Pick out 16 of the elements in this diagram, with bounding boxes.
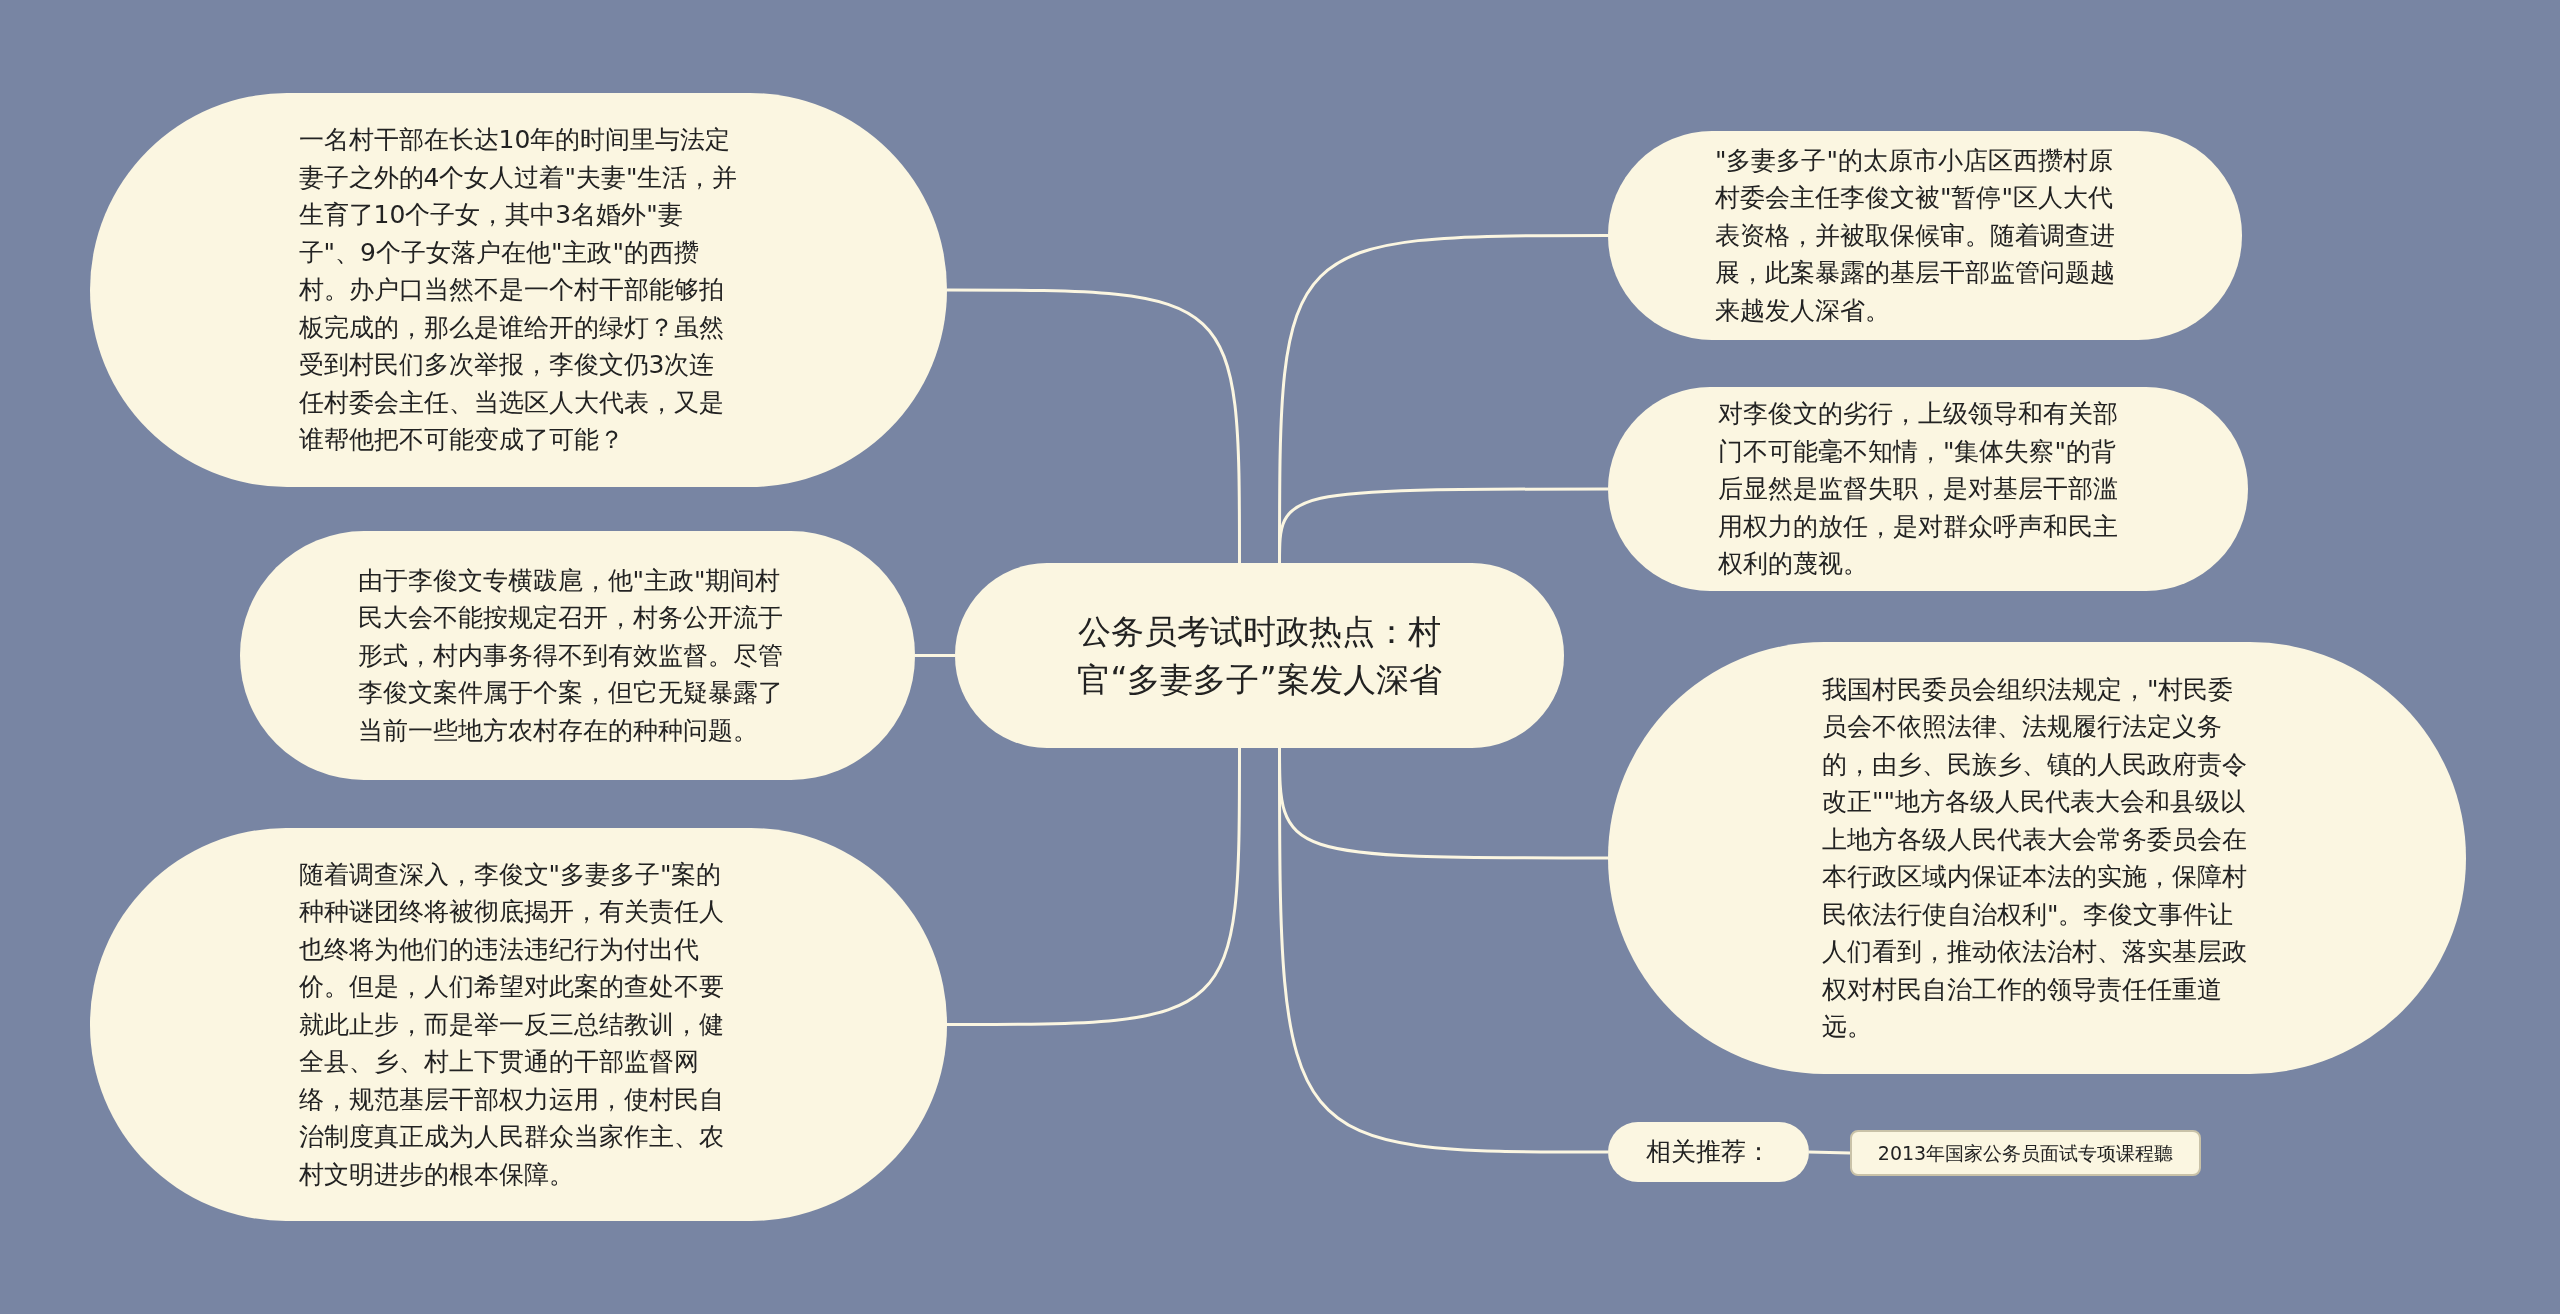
- link-box: [1850, 1130, 2201, 1176]
- connector-line: [947, 748, 1241, 1026]
- paragraph: "多妻多子"的太原市小店区西攒村原村委会主任李俊文被"暂停"区人大代表资格，并被取保候审。随着调查进展，此案暴露的基层干部监管问题越来越发人深省。: [1715, 144, 2116, 327]
- tag-label: 相关推荐：: [1645, 1136, 1772, 1168]
- paragraph: 我国村民委员会组织法规定，"村民委员会不依照法律、法规履行法定义务的，由乡、民族乡、镇的人民政府责令改正""地方各级人民代表大会和县级以上地方各级人民代表大会常务委员会在本行政区域内保证本法的实施，保障村民依法行使自治权利"。李俊文事件让人们看到，推动依法治村、落实基层政权对村民自治工作的领导责任任重道远。: [1822, 673, 2248, 1043]
- tag-pill: [1608, 1122, 1809, 1182]
- paragraph: 一名村干部在长达10年的时间里与法定妻子之外的4个女人过着"夫妻"生活，并生育了10个子女，其中3名婚外"妻子"、9个子女落户在他"主政"的西攒村。办户口当然不是一个村干部能够拍板完成的，那么是谁给开的绿灯？虽然受到村民们多次举报，李俊文仍3次连任村委会主任、当选区人大代表，又是谁帮他把不可能变成了可能？: [298, 124, 739, 457]
- connector-line: [947, 288, 1241, 563]
- link-text: 2013年国家公务员面试专项课程聽: [1876, 1141, 2175, 1165]
- paragraph: 对李俊文的劣行，上级领导和有关部门不可能毫不知情，"集体失察"的背后显然是监督失职，是对基层干部滥用权力的放任，是对群众呼声和民主权利的蔑视。: [1718, 398, 2119, 581]
- paragraph: 由于李俊文专横跋扈，他"主政"期间村民大会不能按规定召开，村务公开流于形式，村内事务得不到有效监督。尽管李俊文案件属于个案，但它无疑暴露了当前一些地方农村存在的种种问题。: [357, 564, 784, 747]
- paragraph: 随着调查深入，李俊文"多妻多子"案的种种谜团终将被彻底揭开，有关责任人也终将为他们的违法违纪行为付出代价。但是，人们希望对此案的查处不要就此止步，而是举一反三总结教训，健全县、乡、村上下贯通的干部监督网络，规范基层干部权力运用，使村民自治制度真正成为人民群众当家作主、农村文明进步的根本保障。: [298, 858, 725, 1191]
- connector-line: [1278, 487, 1608, 563]
- connector-line: [915, 654, 955, 657]
- connector-line: [1808, 1150, 1851, 1155]
- topic-title: 公务员考试时政热点：村官“多妻多子”案发人深省: [1076, 610, 1443, 701]
